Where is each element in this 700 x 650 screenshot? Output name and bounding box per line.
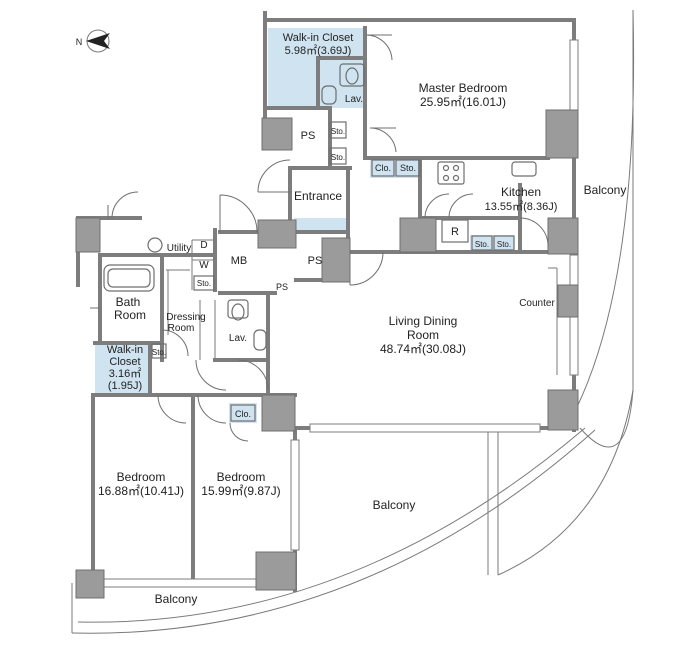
room-bedroom-2-area: 15.99㎡(9.87J)	[201, 484, 280, 498]
label-clo-bedroom: Clo.	[235, 409, 251, 419]
room-walkin-closet-2-name: Walk-in	[107, 344, 143, 356]
fixtures	[103, 63, 558, 422]
doors	[90, 34, 549, 442]
room-walkin-closet-1: Walk-in Closet 5.98㎡(3.69J)	[283, 32, 354, 57]
room-walkin-closet-1-name: Walk-in Closet	[283, 32, 354, 44]
room-walkin-closet-1-area: 5.98㎡(3.69J)	[285, 44, 352, 57]
room-master-bedroom: Master Bedroom 25.95㎡(16.01J)	[419, 81, 508, 109]
room-bath-room: Bath Room	[114, 295, 146, 322]
label-sto-kitchen-b: Sto.	[497, 240, 511, 249]
room-master-bedroom-name: Master Bedroom	[419, 81, 508, 95]
label-dryer: D	[200, 240, 207, 251]
room-dressing-room-name2: Room	[168, 323, 195, 334]
clo-bedroom-fill	[229, 403, 257, 423]
label-entrance: Entrance	[294, 189, 342, 203]
label-ps-small: PS	[276, 282, 288, 292]
room-dressing-room: Dressing Room	[166, 312, 205, 334]
room-kitchen: Kitchen 13.55㎡(8.36J)	[485, 185, 558, 213]
room-bedroom-1: Bedroom 16.88㎡(10.41J)	[98, 470, 184, 498]
room-living-dining-name: Living Dining	[389, 314, 458, 328]
label-balcony-south: Balcony	[373, 498, 416, 512]
label-ps-mb: PS	[308, 255, 323, 267]
label-refrigerator: R	[451, 226, 459, 238]
room-bath-room-name2: Room	[114, 308, 146, 322]
room-walkin-closet-2-area: 3.16㎡	[109, 367, 141, 380]
room-kitchen-area: 13.55㎡(8.36J)	[485, 200, 558, 213]
label-balcony-east: Balcony	[584, 183, 627, 197]
entrance-glass-fill	[294, 218, 348, 232]
label-sto-kitchen: Sto.	[400, 163, 416, 173]
label-mb: MB	[231, 255, 248, 267]
label-ps-upper: PS	[301, 130, 316, 142]
label-washer: W	[199, 260, 209, 271]
label-utility: Utility	[167, 243, 191, 254]
label-sto-upper-a: Sto.	[331, 127, 345, 136]
columns	[75, 109, 579, 599]
room-living-dining-area: 48.74㎡(30.08J)	[380, 342, 466, 356]
room-walkin-closet-2: Walk-in Closet 3.16㎡ (1.95J)	[107, 344, 143, 392]
room-bedroom-1-area: 16.88㎡(10.41J)	[98, 484, 184, 498]
label-sto-wic: Sto.	[152, 348, 166, 357]
room-bath-room-name: Bath	[116, 295, 141, 309]
label-lav-lower: Lav.	[229, 333, 247, 344]
label-balcony-bottom: Balcony	[155, 592, 198, 606]
label-counter: Counter	[519, 298, 555, 309]
small-labels: Lav. PS Sto. Sto. Clo. Sto. Entrance R S…	[152, 94, 626, 606]
room-walkin-closet-2-area-j: (1.95J)	[108, 380, 142, 392]
walkin-closet-2-fill	[95, 343, 148, 395]
compass-north-label: N	[76, 37, 83, 47]
room-living-dining: Living Dining Room 48.74㎡(30.08J)	[380, 314, 466, 356]
label-sto-utility: Sto.	[197, 279, 211, 288]
label-clo-kitchen: Clo.	[375, 163, 391, 173]
room-living-dining-room: Room	[407, 328, 439, 342]
room-bedroom-2: Bedroom 15.99㎡(9.87J)	[201, 470, 280, 498]
compass-icon: N	[76, 29, 110, 53]
room-kitchen-name: Kitchen	[501, 185, 541, 199]
label-sto-upper-b: Sto.	[331, 153, 345, 162]
room-master-bedroom-area: 25.95㎡(16.01J)	[420, 95, 506, 109]
room-walkin-closet-2-name2: Closet	[109, 356, 140, 368]
room-bedroom-2-name: Bedroom	[217, 470, 266, 484]
room-bedroom-1-name: Bedroom	[117, 470, 166, 484]
room-dressing-room-name: Dressing	[166, 312, 205, 323]
label-lav-upper: Lav.	[345, 94, 363, 105]
label-sto-kitchen-a: Sto.	[475, 240, 489, 249]
